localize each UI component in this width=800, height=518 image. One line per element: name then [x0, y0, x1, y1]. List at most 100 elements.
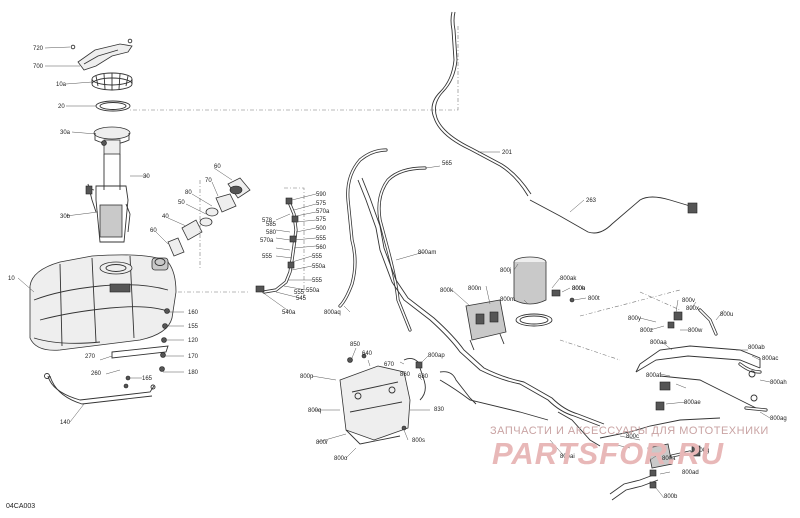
callout-80: 80: [185, 190, 192, 196]
tank-strap: [44, 345, 169, 405]
rollover-valve-group: [635, 308, 768, 412]
canister-bracket: [339, 353, 477, 445]
callout-670: 670: [384, 362, 395, 368]
callout-555e: 555: [262, 254, 273, 260]
callout-labels: 720 700 10a 20 30a 30 30b 10 60 70 80 50…: [8, 46, 787, 500]
fuel-tank: [29, 254, 177, 351]
callout-180: 180: [188, 370, 199, 376]
callout-800q: 800q: [308, 408, 321, 414]
filler-neck-parts: [154, 177, 251, 266]
callout-800z: 800z: [640, 328, 653, 334]
callout-550a: 550a: [312, 264, 326, 270]
callout-30b: 30b: [60, 214, 71, 220]
callout-800ak: 800ak: [560, 276, 577, 282]
callout-545: 545: [296, 296, 307, 302]
callout-800r: 800r: [316, 440, 328, 446]
callout-590: 590: [316, 192, 327, 198]
callout-800ap: 800ap: [428, 353, 445, 359]
vent-valve-group: [255, 197, 299, 294]
callout-800k: 800k: [440, 288, 454, 294]
callout-585: 585: [266, 222, 277, 228]
callout-720: 720: [33, 46, 44, 52]
callout-10a: 10a: [56, 82, 67, 88]
callout-800c: 800c: [626, 434, 639, 440]
callout-575b: 575: [316, 217, 327, 223]
callout-570a: 570a: [316, 209, 330, 215]
callout-800ac: 800ac: [762, 356, 778, 362]
lock-ring: [91, 72, 133, 91]
callout-550a-b: 550a: [306, 288, 320, 294]
callout-500: 500: [316, 226, 327, 232]
callout-800o: 800o: [334, 456, 348, 462]
callout-800g: 800g: [696, 448, 709, 454]
callout-565: 565: [442, 161, 453, 167]
callout-800s: 800s: [412, 438, 425, 444]
callout-20: 20: [58, 104, 65, 110]
callout-800w: 800w: [688, 328, 703, 334]
alignment-lines: [130, 26, 681, 361]
callout-800b: 800b: [664, 494, 678, 500]
callout-30a: 30a: [60, 130, 71, 136]
callout-10: 10: [8, 276, 15, 282]
callout-50: 50: [178, 200, 185, 206]
purge-valve-assembly: [465, 299, 507, 351]
callout-70: 70: [205, 178, 212, 184]
callout-800ah: 800ah: [770, 380, 787, 386]
callout-800m: 800m: [500, 297, 515, 303]
callout-555c: 555: [312, 278, 323, 284]
callout-560: 560: [316, 245, 327, 251]
callout-860: 860: [400, 372, 411, 378]
callout-700: 700: [33, 64, 44, 70]
pump-seal: [95, 100, 131, 112]
callout-260: 260: [91, 371, 102, 377]
callout-263: 263: [586, 198, 597, 204]
callout-800am: 800am: [418, 250, 436, 256]
callout-120: 120: [188, 338, 199, 344]
callout-60b: 60: [150, 228, 157, 234]
callout-580: 580: [266, 230, 277, 236]
bottom-valve-group: [557, 411, 701, 501]
callout-800n: 800n: [468, 286, 481, 292]
fuel-lines: [338, 11, 721, 439]
evap-canister: [513, 256, 575, 327]
callout-575: 575: [316, 201, 327, 207]
callout-800ag: 800ag: [770, 416, 787, 422]
callout-165: 165: [142, 376, 153, 382]
watermark-caption: ЗАПЧАСТИ И АКСЕССУАРЫ ДЛЯ МОТОТЕХНИКИ: [490, 425, 769, 437]
callout-30: 30: [143, 174, 150, 180]
callout-160: 160: [188, 310, 199, 316]
callout-60: 60: [214, 164, 221, 170]
diagram-code: 04CA003: [6, 503, 36, 510]
callout-800a: 800a: [662, 456, 676, 462]
watermark-logo: PARTSFOR.RU: [492, 436, 725, 471]
callout-800v: 800v: [682, 298, 695, 304]
callout-800j: 800j: [500, 268, 511, 274]
fuel-pump-module: [85, 126, 131, 243]
callout-201: 201: [502, 150, 513, 156]
callout-540a: 540a: [282, 310, 296, 316]
callout-570a-b: 570a: [260, 238, 274, 244]
callout-850: 850: [350, 342, 361, 348]
leader-lines: [17, 46, 771, 499]
callout-800ae: 800ae: [684, 400, 701, 406]
fuel-pump-bracket: [70, 38, 133, 71]
callout-140: 140: [60, 420, 71, 426]
callout-40: 40: [162, 214, 169, 220]
callout-555d: 555: [294, 290, 305, 296]
callout-800ad: 800ad: [682, 470, 699, 476]
callout-170: 170: [188, 354, 199, 360]
callout-270: 270: [85, 354, 96, 360]
callout-800h: 800h: [572, 286, 585, 292]
callout-800u: 800u: [720, 312, 733, 318]
callout-800aq: 800aq: [324, 310, 341, 316]
callout-155: 155: [188, 324, 199, 330]
callout-830: 830: [434, 407, 445, 413]
callout-800p: 800p: [300, 374, 314, 380]
callout-800ab: 800ab: [748, 345, 765, 351]
callout-800t: 800t: [588, 296, 600, 302]
callout-800ai: 800ai: [560, 454, 575, 460]
callout-555: 555: [316, 236, 327, 242]
callout-800y: 800y: [628, 316, 641, 322]
